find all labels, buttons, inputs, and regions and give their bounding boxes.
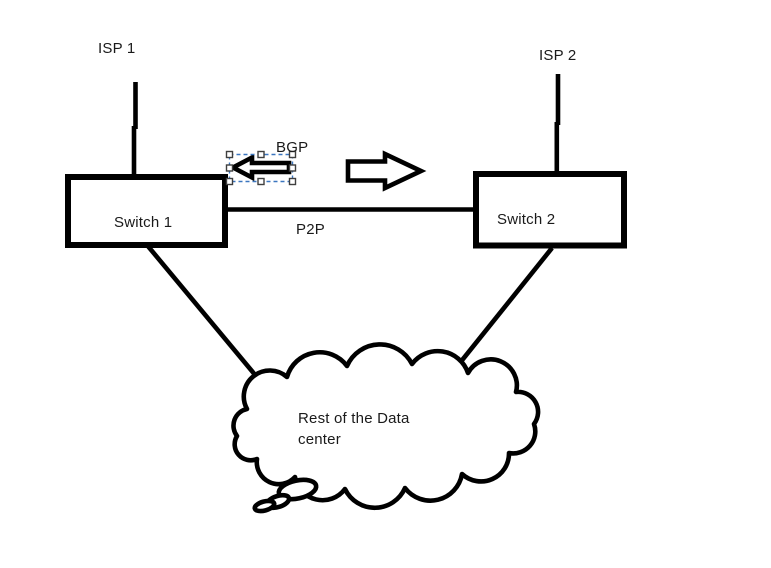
- selection-marquee[interactable]: [225, 150, 297, 186]
- thought-bubble-small: [252, 498, 277, 514]
- p2p-label: P2P: [296, 221, 325, 238]
- switch1-label: Switch 1: [114, 214, 173, 231]
- switch1-cloud-line: [145, 243, 268, 390]
- switch2-label: Switch 2: [497, 211, 556, 228]
- switch2-box: [473, 171, 627, 249]
- isp1-uplink-line: [131, 82, 138, 176]
- cloud-label: Rest of the Data center: [298, 408, 428, 450]
- left-block-arrow-selected[interactable]: [228, 153, 292, 182]
- resize-handle-ne[interactable]: [288, 150, 297, 159]
- resize-handle-n[interactable]: [257, 150, 265, 159]
- resize-handle-w[interactable]: [225, 164, 234, 172]
- right-block-arrow: [345, 150, 427, 192]
- isp2-uplink-line: [554, 74, 561, 176]
- switch1-box: [65, 174, 228, 248]
- cloud-label-line2: center: [298, 431, 341, 448]
- resize-handle-s[interactable]: [257, 177, 265, 186]
- resize-handle-nw[interactable]: [225, 150, 234, 159]
- resize-handle-e[interactable]: [288, 164, 297, 172]
- isp1-label: ISP 1: [98, 40, 136, 57]
- switch2-cloud-line: [453, 246, 554, 371]
- cloud-label-line1: Rest of the Data: [298, 410, 410, 427]
- bgp-label: BGP: [276, 139, 309, 156]
- resize-handle-se[interactable]: [288, 177, 297, 186]
- resize-handle-sw[interactable]: [225, 177, 234, 186]
- isp2-label: ISP 2: [539, 47, 577, 64]
